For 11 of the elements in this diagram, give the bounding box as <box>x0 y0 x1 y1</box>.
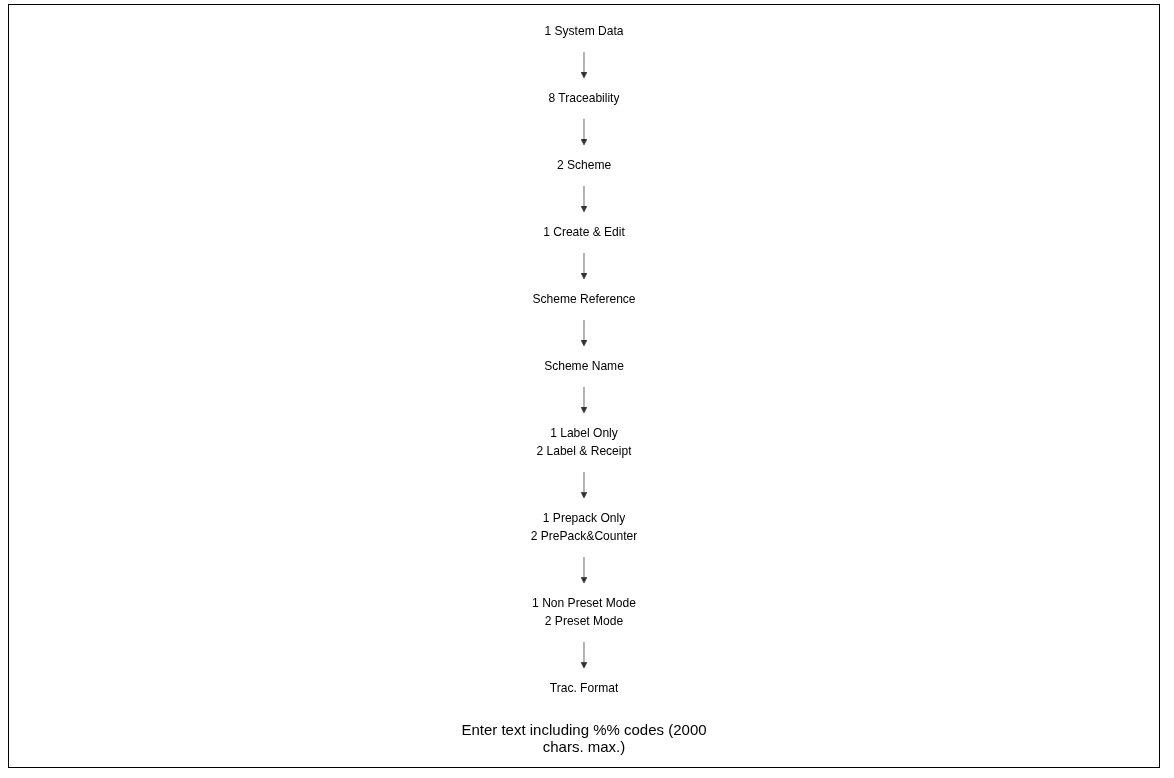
node-text: Scheme Name <box>544 359 624 373</box>
node-text: 2 Scheme <box>556 158 612 172</box>
node-text: 1 Non Preset Mode 2 Preset Mode <box>532 596 636 628</box>
node-text: Trac. Format <box>549 681 619 695</box>
node-text: 8 Traceability <box>548 91 620 105</box>
node-text: 1 System Data <box>544 24 624 38</box>
node-text: Scheme Reference <box>532 292 636 306</box>
note-text: Enter text including %% codes (2000 chars. max.) <box>460 721 708 755</box>
node-text: 1 Label Only 2 Label & Receipt <box>536 426 632 458</box>
node-text: 1 Prepack Only 2 PrePack&Counter <box>530 511 638 543</box>
node-text: 1 Create & Edit <box>543 225 625 239</box>
